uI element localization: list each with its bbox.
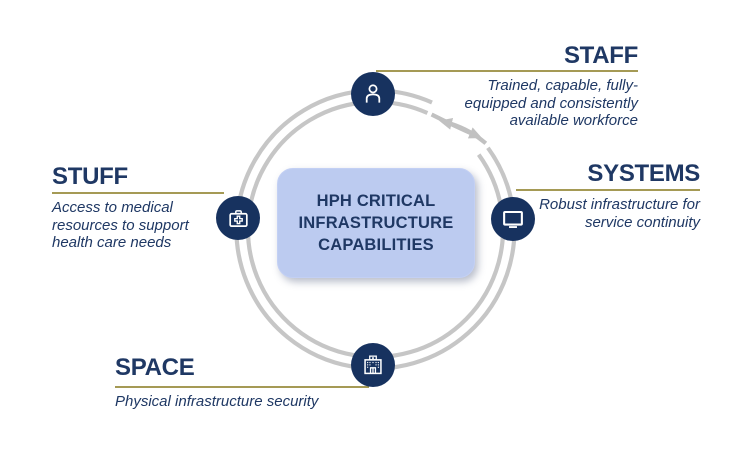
outer-ring	[234, 88, 517, 371]
stuff-heading: STUFF	[52, 163, 128, 190]
person-icon	[365, 84, 381, 103]
stuff-node	[216, 196, 260, 240]
staff-node	[351, 72, 395, 116]
inner-ring	[245, 99, 506, 360]
medical-kit-icon	[228, 209, 248, 227]
staff-description: Trained, capable, fully-equipped and con…	[464, 77, 638, 129]
staff-heading: STAFF	[563, 42, 638, 69]
staff-connector-line	[376, 70, 638, 72]
stuff-description: Access to medical resources to support h…	[52, 199, 189, 251]
systems-description: Robust infrastructure for service contin…	[539, 196, 700, 231]
space-connector-line	[115, 386, 369, 388]
space-description: Physical infrastructure security	[115, 393, 319, 410]
clockwise-arrow-icon	[430, 112, 483, 139]
stuff-connector-line	[52, 192, 224, 194]
space-node	[351, 343, 395, 387]
space-heading: SPACE	[115, 354, 195, 381]
center-capabilities-box: HPH CRITICAL INFRASTRUCTURE CAPABILITIES	[277, 168, 475, 278]
hospital-icon	[364, 355, 382, 375]
systems-heading: SYSTEMS	[587, 160, 700, 187]
systems-node	[491, 197, 535, 241]
systems-connector-line	[516, 189, 700, 191]
center-title: HPH CRITICAL INFRASTRUCTURE CAPABILITIES	[298, 192, 454, 254]
monitor-icon	[503, 210, 523, 228]
